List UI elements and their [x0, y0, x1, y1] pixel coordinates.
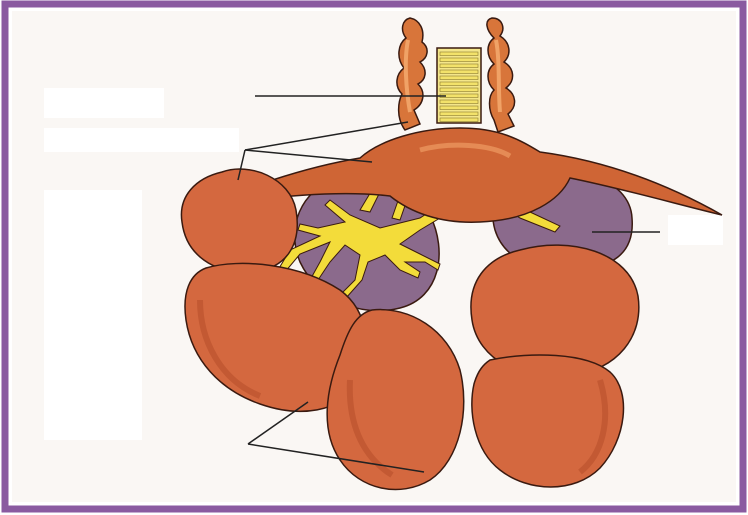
trachea-ring: [440, 76, 478, 80]
label-area-left-tall: [44, 190, 142, 440]
trachea-ring: [440, 82, 478, 86]
trachea-ring: [440, 106, 478, 110]
trachea-ring: [440, 112, 478, 116]
label-area-left-top: [44, 88, 164, 118]
trachea-ring: [440, 88, 478, 92]
trachea-ring: [440, 64, 478, 68]
trachea-ring: [440, 58, 478, 62]
label-area-left-mid: [44, 128, 239, 152]
trachea-ring: [440, 100, 478, 104]
trachea-ring: [440, 118, 478, 122]
trachea: [437, 48, 481, 123]
label-area-right: [668, 215, 723, 245]
trachea-ring: [440, 52, 478, 56]
left-upper-lobe: [181, 169, 297, 272]
trachea-ring: [440, 70, 478, 74]
